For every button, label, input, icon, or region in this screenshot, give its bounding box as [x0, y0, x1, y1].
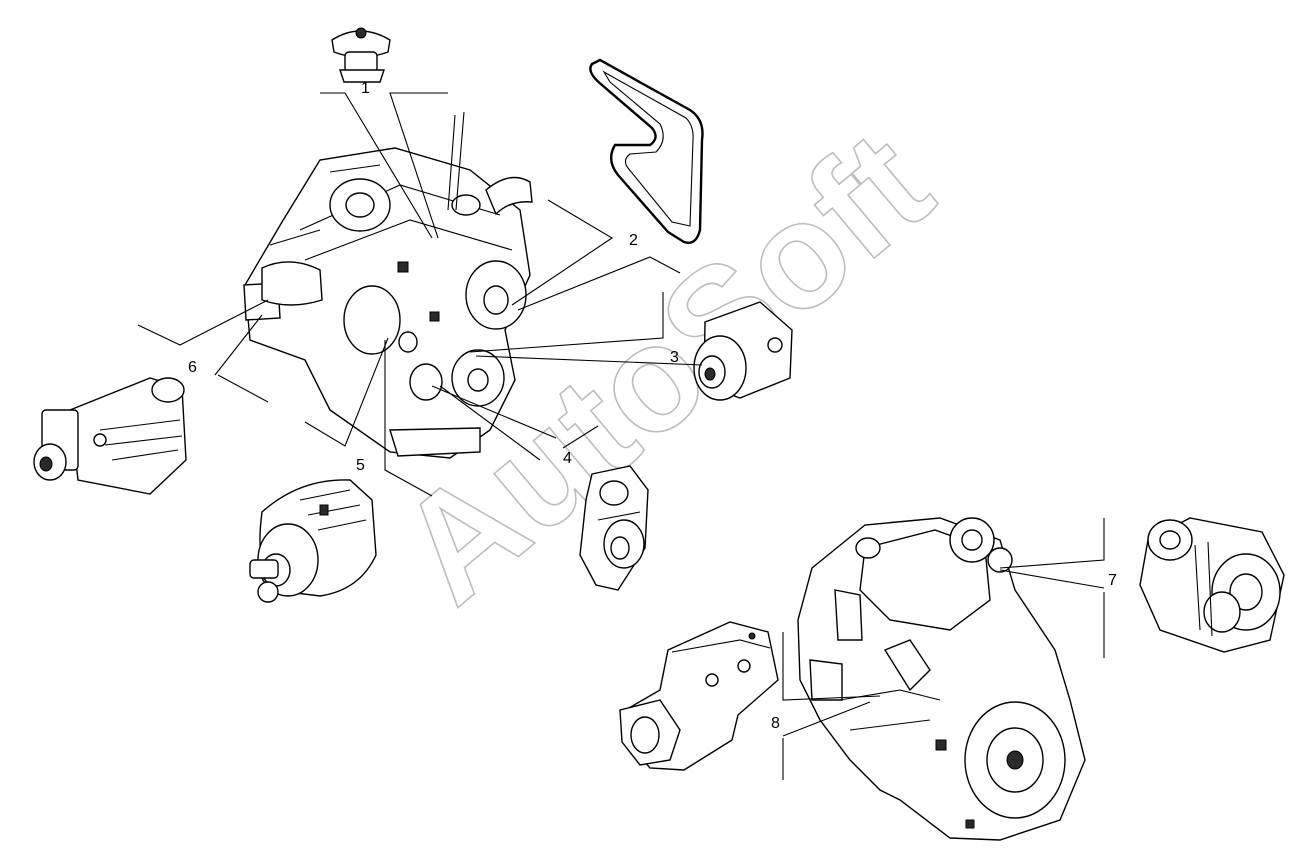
- callout-7: 7: [1108, 572, 1117, 589]
- callout-8: 8: [771, 715, 780, 732]
- callout-labels: 1 2 3 4 5 6 7 8: [188, 80, 1117, 732]
- callout-2: 2: [629, 232, 638, 249]
- engine-assembly-main: [243, 111, 533, 459]
- callout-1: 1: [361, 80, 370, 97]
- thermostat-part: [331, 27, 391, 83]
- callout-4: 4: [563, 450, 572, 467]
- engine-assembly-secondary: [797, 517, 1086, 841]
- leader-lines: [137, 92, 1105, 780]
- callout-5: 5: [356, 457, 365, 474]
- belt-part: [589, 58, 704, 244]
- starter-part: [33, 377, 187, 495]
- alternator-part: [249, 479, 377, 603]
- turbocharger-part: [1139, 517, 1285, 653]
- idler-part: [579, 465, 649, 591]
- egr-cooler-part: [619, 621, 779, 771]
- tensioner-part: [693, 301, 793, 401]
- callout-3: 3: [670, 349, 679, 366]
- callout-6: 6: [188, 359, 197, 376]
